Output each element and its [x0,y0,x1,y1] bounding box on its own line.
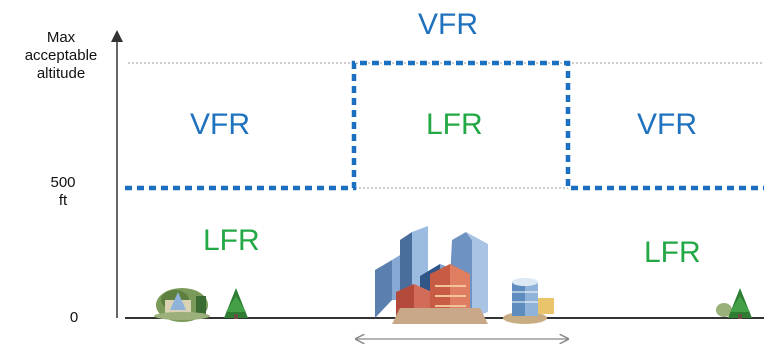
y-label-altitude-line: altitude [36,65,86,82]
zone-label-vfr-right: VFR [637,108,697,141]
park-icon [154,288,210,322]
y-label-zero: 0 [69,309,79,326]
city-buildings-icon [375,226,488,324]
zone-label-vfr-left: VFR [190,108,250,141]
zone-label-lfr-left: LFR [203,224,260,257]
y-label-ft-line: ft [58,192,68,209]
tree-icon [224,288,248,319]
y-label-max-line: Max [46,29,76,46]
y-label-max-altitude: Max acceptable altitude [8,29,114,83]
tree-icon [716,288,752,319]
y-label-acceptable-line: acceptable [24,47,98,64]
y-label-500ft: 500 ft [40,174,86,210]
zone-label-lfr-right: LFR [644,236,701,269]
y-label-500-line: 500 [50,174,76,191]
round-building-icon [503,278,554,324]
vfr-lfr-boundary [125,60,764,191]
zone-label-vfr-top: VFR [418,8,478,41]
zone-label-lfr-center: LFR [426,108,483,141]
